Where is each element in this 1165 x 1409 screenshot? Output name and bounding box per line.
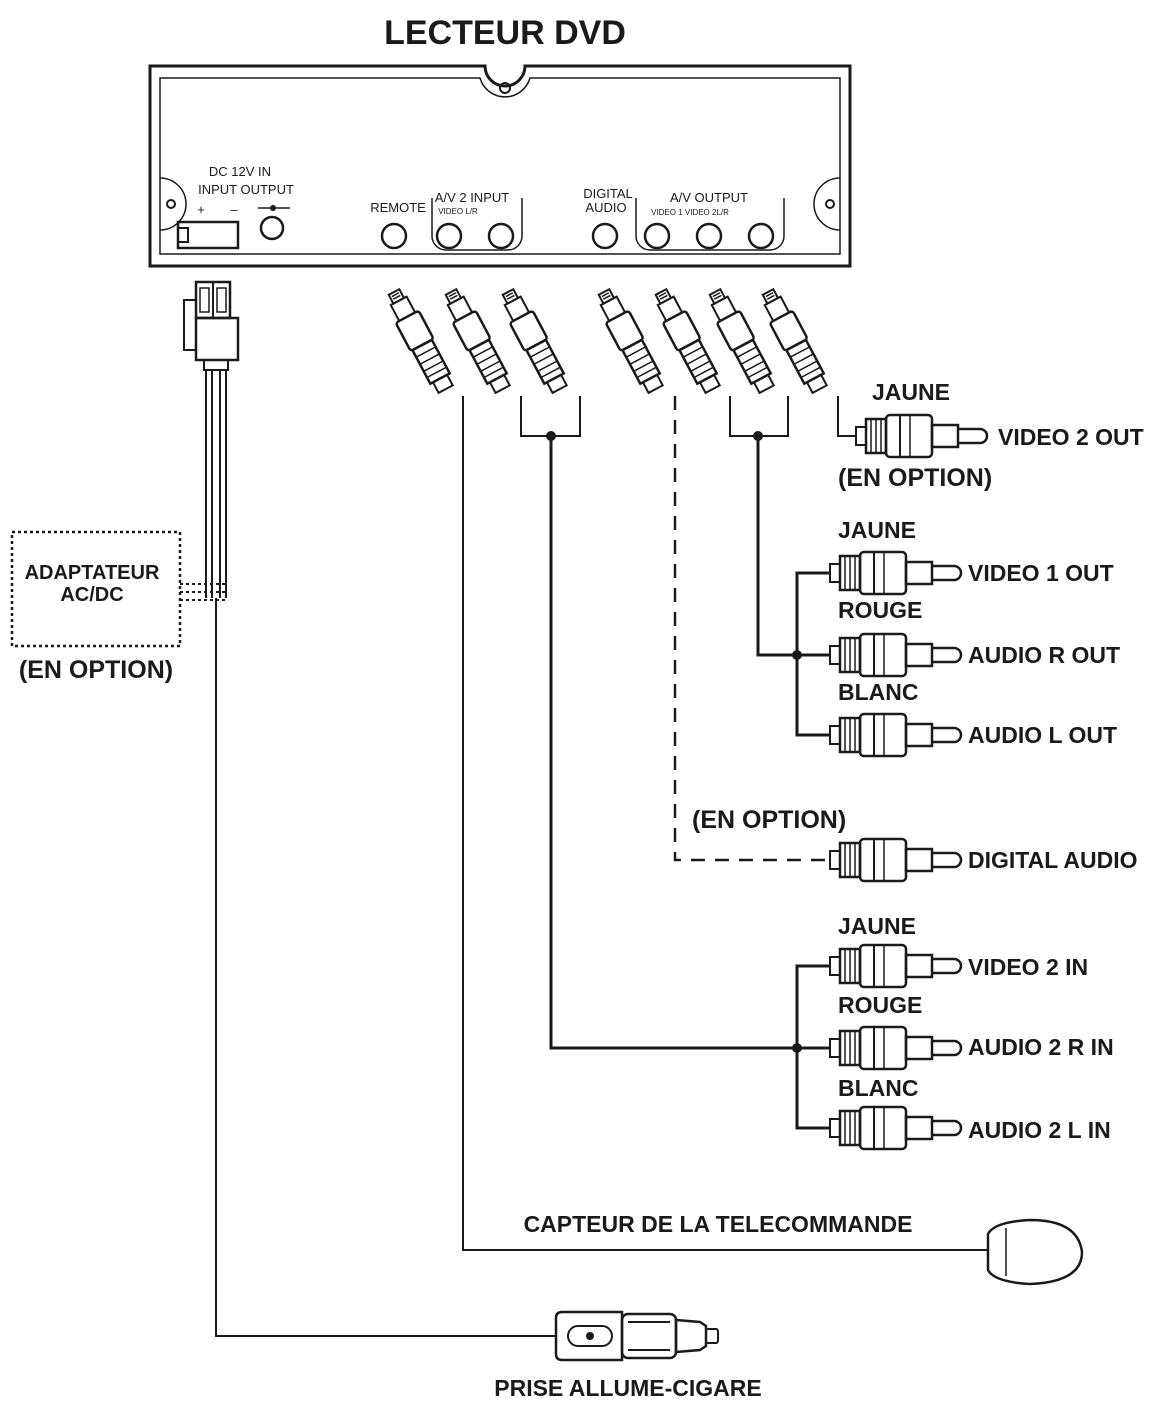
adapter-label-2: AC/DC	[60, 584, 123, 606]
label-video-2-out: VIDEO 2 OUT	[998, 424, 1144, 450]
remote-jack	[380, 222, 408, 250]
ac-dc-adapter: ADAPTATEUR AC/DC (EN OPTION)	[10, 530, 182, 684]
color-label-video-2-in: JAUNE	[838, 913, 916, 939]
adapter-label-1: ADAPTATEUR	[25, 562, 160, 584]
digital-label: DIGITAL	[583, 186, 633, 201]
plus-label: +	[197, 202, 205, 217]
av2-audio-jack	[487, 222, 515, 250]
minus-label: –	[230, 202, 238, 217]
remote-sensor-label: CAPTEUR DE LA TELECOMMANDE	[524, 1211, 913, 1237]
jack-plug-remote	[381, 284, 459, 397]
remote-label: REMOTE	[370, 200, 426, 215]
panel-screw-icon	[825, 199, 835, 209]
jack-plug-av2-audio	[495, 284, 573, 397]
av2-video-jack	[435, 222, 463, 250]
title: LECTEUR DVD	[384, 14, 626, 52]
rca-digital-audio	[828, 837, 963, 883]
rca-audio-r-out	[828, 632, 963, 678]
av-output-sublabel: VIDEO 1 VIDEO 2L/R	[651, 208, 729, 217]
lighter-plug-body	[554, 1310, 624, 1362]
color-label-video-1-out: JAUNE	[838, 517, 916, 543]
label-video-2-in: VIDEO 2 IN	[968, 954, 1088, 980]
label-video-1-out: VIDEO 1 OUT	[968, 560, 1114, 586]
wiring	[462, 396, 988, 1251]
rca-video-1-out	[828, 550, 963, 596]
panel-screw-icon	[499, 82, 511, 94]
option-label-video-2-out: (EN OPTION)	[838, 464, 992, 492]
dvd-player-panel: DC 12V IN INPUT OUTPUT + – REMOTE A/V 2 …	[148, 64, 852, 268]
jack-plugs	[381, 284, 833, 397]
dc-power-connector	[180, 280, 240, 601]
color-label-audio-r-out: ROUGE	[838, 597, 922, 623]
rca-audio-2-l-in	[828, 1105, 963, 1151]
remote-sensor: CAPTEUR DE LA TELECOMMANDE	[524, 1211, 1084, 1286]
av2-input-sublabel: VIDEO L/R	[438, 207, 478, 216]
rca-video-2-in	[828, 943, 963, 989]
label-digital-audio: DIGITAL AUDIO	[968, 847, 1138, 873]
option-label-digital-audio: (EN OPTION)	[692, 806, 846, 834]
jack-plug-digital	[591, 284, 669, 397]
label-audio-r-out: AUDIO R OUT	[968, 642, 1120, 668]
cigarette-lighter-plug: PRISE ALLUME-CIGARE	[494, 1310, 762, 1401]
connector-labels: JAUNE VIDEO 2 OUT (EN OPTION) JAUNE VIDE…	[692, 379, 1144, 1143]
av-output-label: A/V OUTPUT	[670, 190, 748, 205]
label-audio-2-r-in: AUDIO 2 R IN	[968, 1034, 1114, 1060]
av-output-jack-3	[747, 222, 775, 250]
input-output-label: INPUT OUTPUT	[198, 182, 294, 197]
av-output-jack-2	[695, 222, 723, 250]
rca-video-2-out	[854, 413, 989, 459]
av-output-jack-1	[643, 222, 671, 250]
color-label-audio-2-r-in: ROUGE	[838, 992, 922, 1018]
panel-screw-icon	[166, 199, 176, 209]
adapter-option-label: (EN OPTION)	[19, 656, 173, 684]
jack-plug-av2-video	[438, 284, 516, 397]
label-audio-l-out: AUDIO L OUT	[968, 722, 1117, 748]
jack-plug-out-3	[755, 284, 833, 397]
remote-sensor-icon	[986, 1218, 1084, 1286]
digital-audio-jack	[591, 222, 619, 250]
av2-input-label: A/V 2 INPUT	[435, 190, 509, 205]
color-label-audio-l-out: BLANC	[838, 679, 919, 705]
label-audio-2-l-in: AUDIO 2 L IN	[968, 1117, 1111, 1143]
rca-audio-l-out	[828, 712, 963, 758]
cigar-plug-label: PRISE ALLUME-CIGARE	[494, 1375, 762, 1401]
rca-audio-2-r-in	[828, 1025, 963, 1071]
audio-label: AUDIO	[585, 200, 626, 215]
dc-in-label: DC 12V IN	[209, 164, 271, 179]
color-label-audio-2-l-in: BLANC	[838, 1075, 919, 1101]
dc-output-jack	[259, 215, 285, 241]
color-label-video-2-out: JAUNE	[872, 379, 950, 405]
